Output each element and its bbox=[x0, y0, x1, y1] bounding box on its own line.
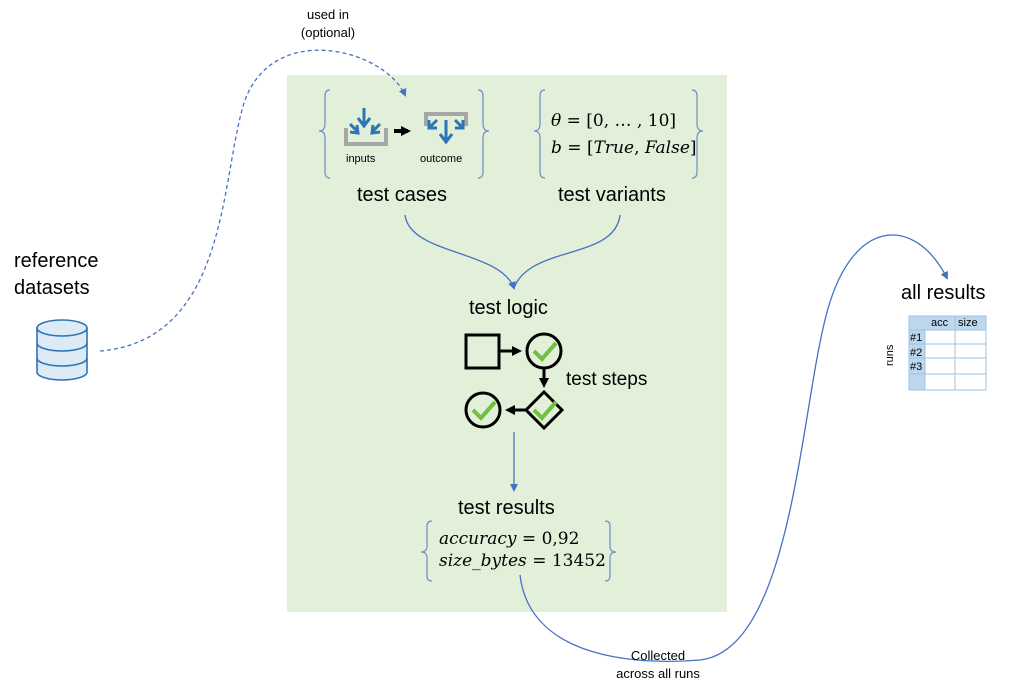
test-panel bbox=[287, 75, 727, 612]
all-results-title: all results bbox=[901, 282, 986, 304]
accuracy-line: accuracy = 0,92 bbox=[439, 528, 606, 550]
reference-datasets-label: reference datasets bbox=[14, 248, 99, 302]
used-in-line1: used in bbox=[307, 7, 349, 22]
b-open: = [ bbox=[567, 138, 594, 158]
b-close: ] bbox=[689, 138, 697, 158]
size-line: size_bytes = 13452 bbox=[439, 550, 606, 572]
b-separator: , bbox=[634, 138, 645, 158]
collected-connector bbox=[519, 234, 948, 662]
size-value: = 13452 bbox=[532, 551, 606, 571]
test-cases-bracket bbox=[318, 89, 490, 179]
accuracy-name: accuracy bbox=[439, 529, 517, 549]
outcome-label: outcome bbox=[420, 153, 463, 165]
collected-line1: Collected bbox=[630, 648, 686, 663]
test-steps-label: test steps bbox=[566, 369, 648, 390]
row-label-2: #2 bbox=[910, 347, 923, 359]
outcome-icon bbox=[424, 112, 468, 145]
test-steps-flow-icon bbox=[464, 332, 565, 431]
database-icon bbox=[36, 319, 88, 381]
collected-line2: across all runs bbox=[616, 666, 700, 681]
test-variants-formula: θ = [0, … , 10] b = [True, False] bbox=[551, 108, 697, 162]
b-true-value: True bbox=[593, 138, 635, 158]
cases-to-logic-connector bbox=[404, 214, 516, 290]
reference-line2: datasets bbox=[14, 277, 90, 299]
row-label-3: #3 bbox=[910, 361, 923, 373]
b-symbol: b bbox=[551, 138, 562, 158]
test-results-formula: accuracy = 0,92 size_bytes = 13452 bbox=[439, 528, 606, 572]
inputs-icon bbox=[344, 108, 388, 146]
collected-annotation: Collected across all runs bbox=[606, 647, 710, 683]
size-name: size_bytes bbox=[439, 551, 527, 571]
runs-axis-label: runs bbox=[884, 344, 896, 366]
inputs-label: inputs bbox=[346, 153, 376, 165]
used-in-annotation: used in (optional) bbox=[288, 6, 368, 42]
test-logic-title: test logic bbox=[469, 297, 548, 319]
b-line: b = [True, False] bbox=[551, 135, 697, 162]
row-label-1: #1 bbox=[910, 332, 923, 344]
theta-symbol: θ bbox=[551, 111, 562, 131]
results-table bbox=[908, 315, 987, 391]
test-variants-bracket bbox=[533, 89, 704, 179]
reference-line1: reference bbox=[14, 250, 99, 272]
test-results-title: test results bbox=[458, 497, 555, 519]
used-in-line2: (optional) bbox=[300, 25, 356, 40]
test-results-bracket bbox=[420, 520, 617, 582]
test-variants-title: test variants bbox=[558, 184, 666, 206]
test-cases-title: test cases bbox=[357, 184, 448, 206]
column-header-size: size bbox=[958, 317, 978, 329]
theta-range: = [0, … , 10] bbox=[566, 111, 677, 131]
accuracy-value: = 0,92 bbox=[521, 529, 580, 549]
used-in-connector bbox=[99, 49, 407, 352]
b-false-value: False bbox=[644, 138, 690, 158]
column-header-acc: acc bbox=[931, 317, 949, 329]
theta-line: θ = [0, … , 10] bbox=[551, 108, 697, 135]
variants-to-logic-connector bbox=[513, 214, 621, 289]
